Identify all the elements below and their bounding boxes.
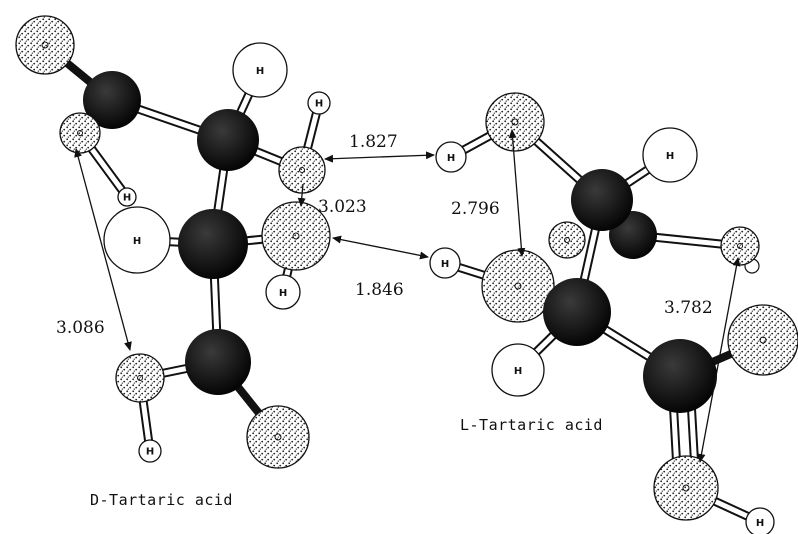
oxygen-atom <box>548 221 586 259</box>
svg-text:H: H <box>315 99 323 110</box>
hydrogen-atom: H <box>138 439 162 463</box>
hbond-lower-label: 1.846 <box>355 280 404 300</box>
hydrogen-atom: H <box>491 343 545 397</box>
l-intra-upper-label: 2.796 <box>451 199 500 219</box>
hydrogen-atom: H <box>429 247 461 279</box>
svg-text:H: H <box>133 236 141 247</box>
oxygen-atom <box>115 353 165 403</box>
hbond-upper-label: 1.827 <box>349 132 398 152</box>
oxygen-atom <box>653 455 719 521</box>
hydrogen-atom: H <box>103 206 171 274</box>
l-intra-upper-arrow <box>508 129 526 257</box>
carbon-atom <box>185 329 251 395</box>
oxygen-atom <box>278 146 326 194</box>
svg-text:H: H <box>279 288 287 299</box>
hydrogen-atom: H <box>435 141 467 173</box>
hydrogen-atom: H <box>745 507 775 534</box>
d-tartaric-label: D-Tartaric acid <box>90 491 233 509</box>
svg-text:H: H <box>756 518 764 529</box>
oxygen-atom <box>59 112 101 154</box>
d-tartaric-atoms: H H H H H H <box>15 15 331 469</box>
hydrogen-atom: H <box>232 42 288 98</box>
oxygen-atom <box>261 201 331 271</box>
svg-text:H: H <box>514 366 522 377</box>
oxygen-atom <box>246 405 310 469</box>
hydrogen-atom: H <box>307 91 331 115</box>
distance-labels: 1.827 1.846 3.086 3.023 2.796 3.782 <box>56 132 713 338</box>
l-intra-right-label: 3.782 <box>664 298 713 318</box>
carbon-atom <box>571 169 633 231</box>
carbon-atom <box>83 71 141 129</box>
oxygen-atom <box>727 304 798 376</box>
d-intra-left-arrow <box>74 148 132 351</box>
svg-text:H: H <box>666 151 674 162</box>
svg-text:H: H <box>146 447 154 458</box>
svg-text:H: H <box>256 66 264 77</box>
d-intra-center-arrow <box>297 183 306 207</box>
oxygen-atom <box>485 92 545 152</box>
hbond-upper-arrow <box>324 151 435 163</box>
l-tartaric-label: L-Tartaric acid <box>460 416 603 434</box>
l-intra-right-arrow <box>697 257 741 463</box>
hydrogen-atom: H <box>642 127 698 183</box>
hbond-lower-arrow <box>332 235 429 260</box>
hydrogen-atom: H <box>265 274 301 310</box>
oxygen-atom <box>720 226 760 266</box>
d-intra-left-label: 3.086 <box>56 318 105 338</box>
carbon-atom <box>543 278 611 346</box>
carbon-atom <box>178 209 248 279</box>
distance-arrows <box>74 129 741 463</box>
l-tartaric-atoms: H H H H H <box>429 92 798 534</box>
d-intra-center-label: 3.023 <box>318 197 367 217</box>
carbon-atom <box>197 109 259 171</box>
oxygen-atom <box>15 15 75 75</box>
svg-text:H: H <box>441 259 449 270</box>
svg-text:H: H <box>123 193 131 204</box>
hydrogen-atom: H <box>117 187 137 207</box>
svg-text:H: H <box>447 153 455 164</box>
carbon-atom <box>643 339 717 413</box>
